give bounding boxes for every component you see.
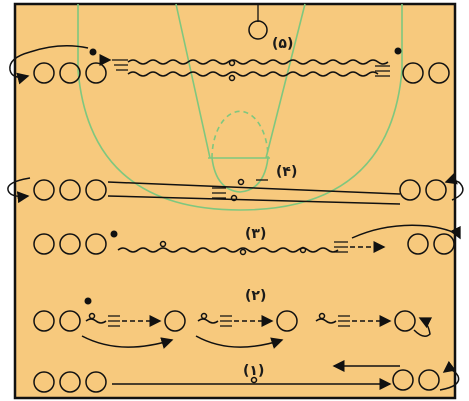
ball-icon (250, 376, 258, 384)
ball-icon (110, 230, 118, 238)
player-icon (59, 233, 81, 255)
drill-2 (33, 310, 433, 349)
player-icon (394, 310, 416, 332)
player-icon (425, 179, 447, 201)
cut-arrow (195, 335, 284, 349)
court-lines (77, 3, 403, 211)
cut-arrow (81, 335, 174, 349)
ball-icon (228, 59, 236, 67)
dribble-path (127, 71, 379, 77)
drill-label-1: (۱) (243, 363, 264, 379)
drill-4 (7, 172, 464, 205)
drill-label-3: (۳) (245, 226, 266, 242)
player-icon (399, 179, 421, 201)
player-icon (59, 62, 81, 84)
cut-arrow (439, 360, 460, 391)
player-icon (59, 179, 81, 201)
cut-arrow (413, 317, 433, 337)
player-icon (33, 233, 55, 255)
ball-icon (299, 246, 307, 254)
drill-1 (33, 360, 460, 393)
player-icon (276, 310, 298, 332)
player-icon (85, 62, 107, 84)
drill-label-4: (۴) (276, 164, 297, 180)
dribble-path (127, 59, 389, 65)
free-throw-circle-dashed (211, 110, 269, 159)
player-icon (33, 62, 55, 84)
drill-5 (9, 45, 450, 85)
ball-icon (237, 178, 245, 186)
player-icon (392, 369, 414, 391)
player-icon (85, 233, 107, 255)
cut-arrow (9, 51, 31, 85)
player-icon (59, 310, 81, 332)
ball-icon (84, 297, 92, 305)
three-point-arc (77, 4, 403, 211)
coach-marker (248, 4, 268, 40)
run-path (107, 181, 401, 195)
player-icon (418, 369, 440, 391)
player-icon (433, 233, 455, 255)
player-icon (85, 371, 107, 393)
lane-right-line (265, 3, 306, 159)
player-icon (164, 310, 186, 332)
ball-icon (394, 47, 402, 55)
cut-arrow (351, 224, 461, 240)
player-icon (428, 62, 450, 84)
player-icon (402, 62, 424, 84)
ball-icon (228, 74, 236, 82)
ball-icon (239, 248, 247, 256)
free-throw-circle-lower (211, 157, 269, 193)
ball-icon (89, 48, 97, 56)
cut-arrow (7, 177, 31, 204)
player-icon (407, 233, 429, 255)
drill-label-5: (۵) (272, 36, 293, 52)
run-path (107, 195, 401, 205)
drill-3 (33, 224, 461, 256)
player-icon (85, 179, 107, 201)
ball-icon (159, 240, 167, 248)
lane-left-line (175, 3, 211, 159)
drill-label-2: (۲) (245, 288, 266, 304)
player-icon (33, 371, 55, 393)
player-icon (33, 179, 55, 201)
ball-icon (230, 194, 238, 202)
player-icon (33, 310, 55, 332)
player-icon (59, 371, 81, 393)
cut-arrow (444, 172, 464, 201)
